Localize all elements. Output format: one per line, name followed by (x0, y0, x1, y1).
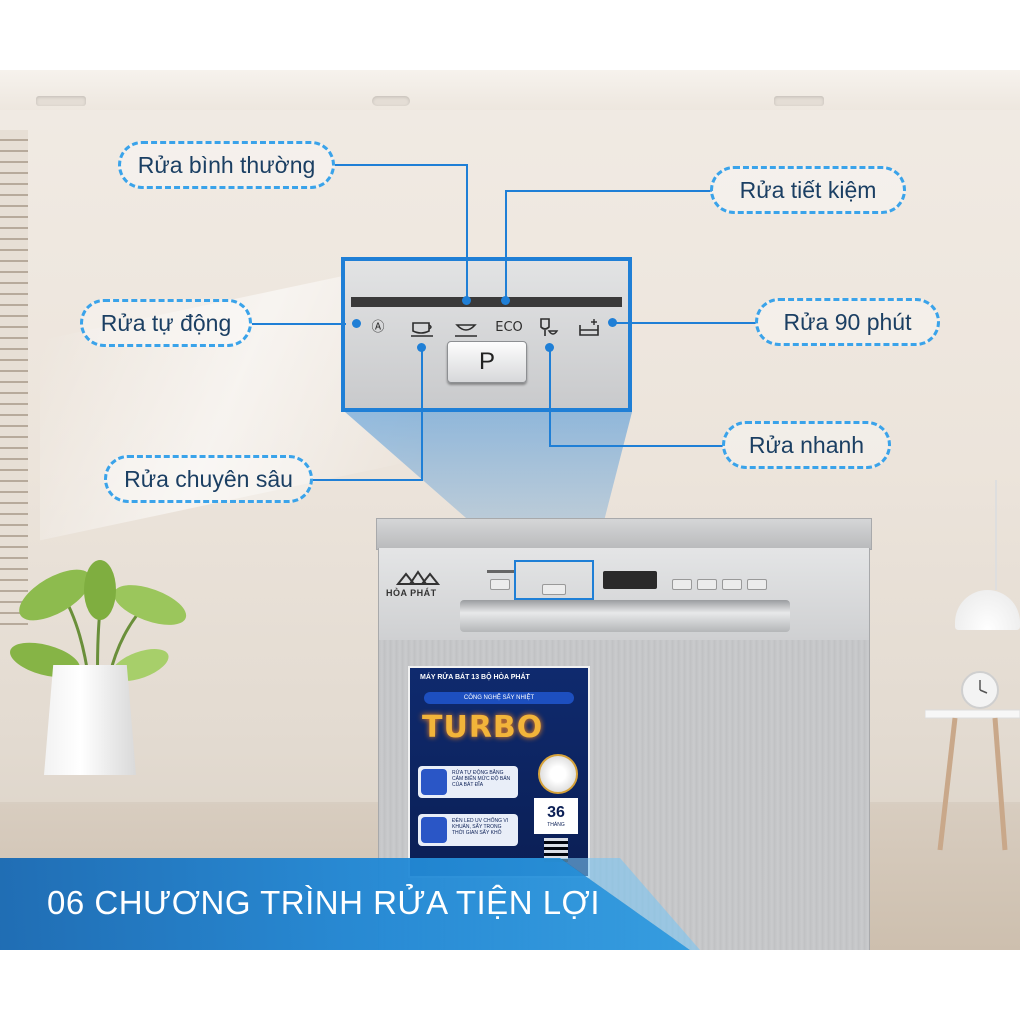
card-title: MÁY RỬA BÁT 13 BỘ HÒA PHÁT (420, 674, 530, 681)
leader-intensive (313, 479, 423, 481)
normal-bowl-icon (455, 324, 477, 337)
label-90min-wash: Rửa 90 phút (755, 298, 940, 346)
ceiling (0, 70, 1020, 110)
feature-uv-text: ĐÈN LED UV CHỐNG VI KHUẨN, SẤY TRONG THỜ… (452, 818, 509, 836)
leader-auto (252, 323, 346, 325)
power-button[interactable] (490, 579, 510, 590)
side-table (925, 671, 1020, 851)
label-eco-wash: Rửa tiết kiệm (710, 166, 906, 214)
bottom-banner (0, 858, 700, 950)
leader-eco (505, 190, 712, 192)
door-handle[interactable] (460, 600, 790, 632)
quick-glass-icon (540, 318, 559, 336)
plant-pot (44, 665, 136, 775)
anchor-dot (462, 296, 471, 305)
leader-normal (335, 164, 467, 166)
product-spec-card: MÁY RỬA BÁT 13 BỘ HÒA PHÁT CÔNG NGHỆ SẤY… (408, 666, 590, 878)
power-indicator (487, 570, 515, 573)
warranty-badge: 36 THÁNG (534, 798, 578, 834)
ceiling-light (774, 96, 824, 106)
anchor-dot (545, 343, 554, 352)
leader-normal (466, 164, 468, 300)
control-panel-zoom: Ⓐ ECO P (341, 257, 632, 412)
ninety-min-tray-icon (579, 319, 599, 336)
warranty-unit: THÁNG (547, 822, 565, 828)
eco-label: ECO (495, 320, 523, 335)
ceiling-light (372, 96, 410, 106)
ceiling-light (36, 96, 86, 106)
lamp-cord (995, 480, 997, 590)
leader-90min (612, 322, 756, 324)
anchor-dot (501, 296, 510, 305)
panel-option-button[interactable] (697, 579, 717, 590)
panel-program-button[interactable] (542, 584, 566, 595)
panel-option-button[interactable] (722, 579, 742, 590)
window-blinds (0, 130, 28, 630)
banner-title: 06 CHƯƠNG TRÌNH RỬA TIỆN LỢI (47, 884, 601, 921)
brand-name: HÒA PHÁT (386, 588, 437, 598)
dishwasher-top (376, 518, 872, 550)
turbo-logo: TURBO (422, 710, 544, 745)
feature-uv: ĐÈN LED UV CHỐNG VI KHUẨN, SẤY TRONG THỜ… (418, 814, 518, 846)
panel-option-button[interactable] (747, 579, 767, 590)
feature-sensor-text: RỬA TỰ ĐỘNG BẰNG CẢM BIẾN MỨC ĐỘ BẨN CỦA… (452, 770, 511, 788)
thailand-badge (538, 754, 578, 794)
feature-sensor: RỬA TỰ ĐỘNG BẰNG CẢM BIẾN MỨC ĐỘ BẨN CỦA… (418, 766, 518, 798)
digital-display (603, 571, 657, 589)
sensor-icon (421, 769, 447, 795)
leader-eco (505, 190, 507, 300)
warranty-number: 36 (547, 804, 565, 821)
intensive-cup-icon (411, 322, 433, 337)
anchor-dot (352, 319, 361, 328)
label-auto-wash: Rửa tự động (80, 299, 252, 347)
anchor-dot (608, 318, 617, 327)
panel-option-button[interactable] (672, 579, 692, 590)
uv-lamp-icon (421, 817, 447, 843)
leader-intensive (421, 348, 423, 480)
label-quick-wash: Rửa nhanh (722, 421, 891, 469)
card-subtitle: CÔNG NGHỆ SẤY NHIỆT (424, 692, 574, 704)
program-button[interactable]: P (447, 341, 527, 383)
program-area-highlight (514, 560, 594, 600)
anchor-dot (417, 343, 426, 352)
leader-quick (549, 445, 723, 447)
indicator-strip (351, 297, 622, 307)
label-normal-wash: Rửa bình thường (118, 141, 335, 189)
leader-quick (549, 348, 551, 446)
label-intensive-wash: Rửa chuyên sâu (104, 455, 313, 503)
auto-wash-icon: Ⓐ (371, 320, 385, 335)
hoa-phat-logo (395, 570, 441, 585)
